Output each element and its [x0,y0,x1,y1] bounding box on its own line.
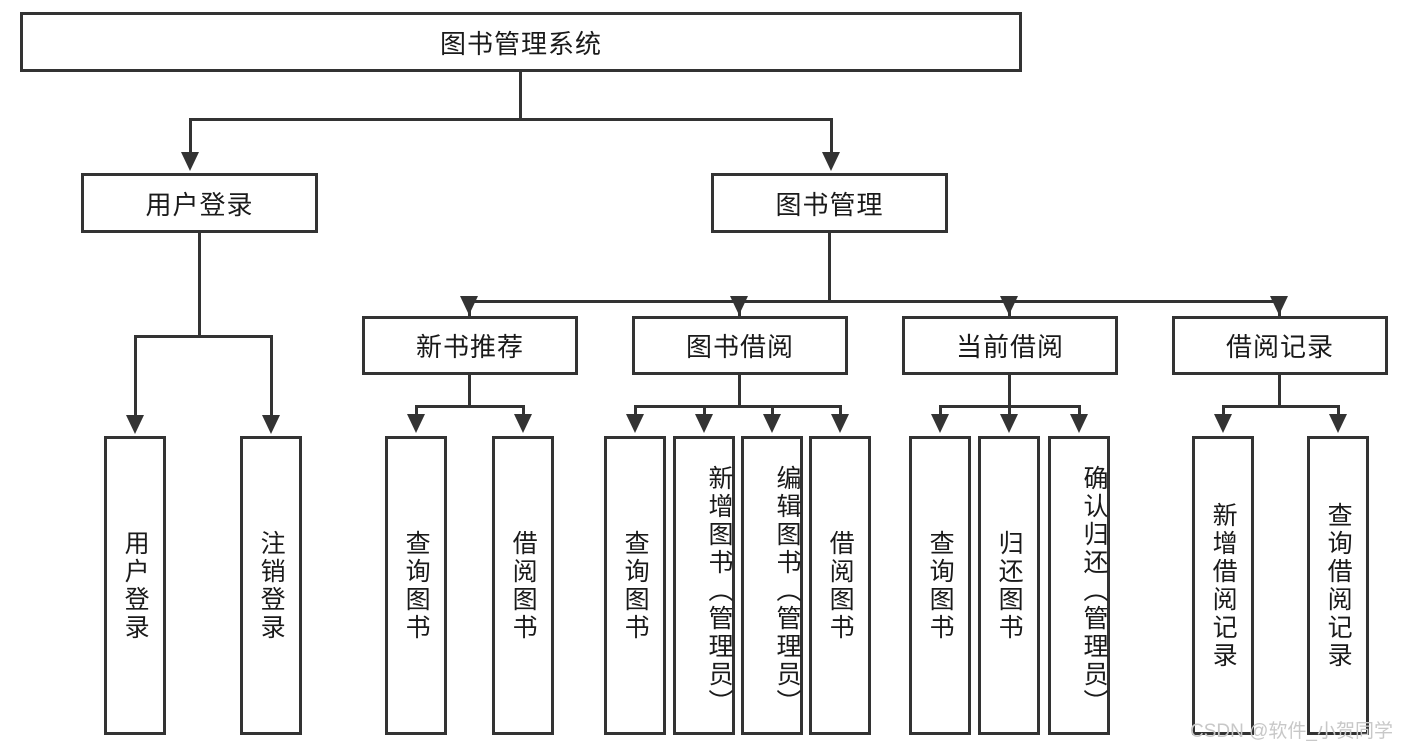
connector-nbr-stem [468,375,471,405]
arrowhead-user-login [181,152,199,171]
connector-bb-drop-3 [771,405,774,419]
connector-bb-drop-4 [839,405,842,419]
node-label: 借阅图书 [826,529,855,642]
node-new-book-recommend[interactable]: 新书推荐 [362,316,578,375]
arrowhead-cb-leaf-3 [1070,414,1088,433]
node-label: 编辑图书（管理员） [773,464,801,717]
arrowhead-bb-leaf-3 [763,414,781,433]
leaf-br-add-record[interactable]: 新增借阅记录 [1192,436,1254,735]
leaf-cb-return-book[interactable]: 归还图书 [978,436,1040,735]
connector-bb-drop-1 [634,405,637,419]
node-current-borrow[interactable]: 当前借阅 [902,316,1118,375]
arrowhead-nbr-leaf-1 [407,414,425,433]
leaf-br-query-record[interactable]: 查询借阅记录 [1307,436,1369,735]
node-book-borrow[interactable]: 图书借阅 [632,316,848,375]
arrowhead-cb-leaf-1 [931,414,949,433]
leaf-bb-borrow-book[interactable]: 借阅图书 [809,436,871,735]
arrowhead-new-book-rec [460,296,478,315]
node-label: 归还图书 [995,529,1024,642]
leaf-nbr-borrow-book[interactable]: 借阅图书 [492,436,554,735]
arrowhead-borrow-records [1270,296,1288,315]
node-label: 借阅记录 [1225,332,1334,362]
node-user-login[interactable]: 用户登录 [81,173,318,233]
node-label: 借阅图书 [509,529,538,642]
node-label: 查询图书 [402,529,431,642]
connector-bb-bus [634,405,842,408]
connector-user-login-drop-1 [134,335,137,417]
connector-nbr-drop-1 [415,405,418,419]
arrowhead-book-mgmt [822,152,840,171]
node-label: 新增图书（管理员） [705,464,733,717]
node-borrow-records[interactable]: 借阅记录 [1172,316,1388,375]
connector-br-bus [1222,405,1340,408]
node-label: 当前借阅 [955,332,1064,362]
connector-cb-drop-2 [1008,405,1011,419]
leaf-cb-query-book[interactable]: 查询图书 [909,436,971,735]
leaf-nbr-query-book[interactable]: 查询图书 [385,436,447,735]
node-label: 用户登录 [145,189,254,220]
arrowhead-book-borrow [730,296,748,315]
node-label: 用户登录 [121,529,150,642]
connector-root-stem [519,72,522,118]
connector-br-drop-2 [1337,405,1340,419]
leaf-user-login[interactable]: 用户登录 [104,436,166,735]
arrowhead-cb-leaf-2 [1000,414,1018,433]
connector-book-mgmt-stem [828,233,831,300]
arrowhead-leaf-user-login [126,415,144,434]
leaf-logout[interactable]: 注销登录 [240,436,302,735]
connector-cb-stem [1008,375,1011,405]
arrowhead-br-leaf-2 [1329,414,1347,433]
connector-root-to-user-login [189,118,192,154]
connector-book-mgmt-bus [468,300,1280,303]
arrowhead-bb-leaf-1 [626,414,644,433]
leaf-bb-edit-book-admin[interactable]: 编辑图书（管理员） [741,436,803,735]
connector-user-login-drop-2 [270,335,273,417]
leaf-bb-add-book-admin[interactable]: 新增图书（管理员） [673,436,735,735]
node-label: 新书推荐 [415,332,524,362]
node-label: 图书管理系统 [439,28,602,59]
arrowhead-nbr-leaf-2 [514,414,532,433]
connector-br-stem [1278,375,1281,405]
connector-nbr-bus [415,405,525,408]
arrowhead-br-leaf-1 [1214,414,1232,433]
connector-root-bus [189,118,833,121]
node-label: 注销登录 [257,529,286,642]
leaf-cb-confirm-return-admin[interactable]: 确认归还（管理员） [1048,436,1110,735]
arrowhead-bb-leaf-2 [695,414,713,433]
csdn-watermark: CSDN @软件_小贺同学 [1190,721,1393,742]
connector-root-to-book-mgmt [830,118,833,154]
node-label: 新增借阅记录 [1209,501,1238,670]
connector-bb-drop-2 [703,405,706,419]
node-label: 图书借阅 [685,332,794,362]
connector-nbr-drop-2 [522,405,525,419]
node-label: 图书管理 [775,189,884,220]
node-book-management[interactable]: 图书管理 [711,173,948,233]
node-root-system[interactable]: 图书管理系统 [20,12,1022,72]
arrowhead-current-borrow [1000,296,1018,315]
connector-user-login-stem [198,233,201,335]
node-label: 确认归还（管理员） [1080,464,1108,717]
connector-br-drop-1 [1222,405,1225,419]
leaf-bb-query-book[interactable]: 查询图书 [604,436,666,735]
node-label: 查询图书 [621,529,650,642]
connector-user-login-bus [134,335,273,338]
connector-cb-drop-3 [1078,405,1081,419]
node-label: 查询借阅记录 [1324,501,1353,670]
arrowhead-bb-leaf-4 [831,414,849,433]
node-label: 查询图书 [926,529,955,642]
connector-cb-drop-1 [939,405,942,419]
arrowhead-leaf-logout [262,415,280,434]
connector-bb-stem [738,375,741,405]
